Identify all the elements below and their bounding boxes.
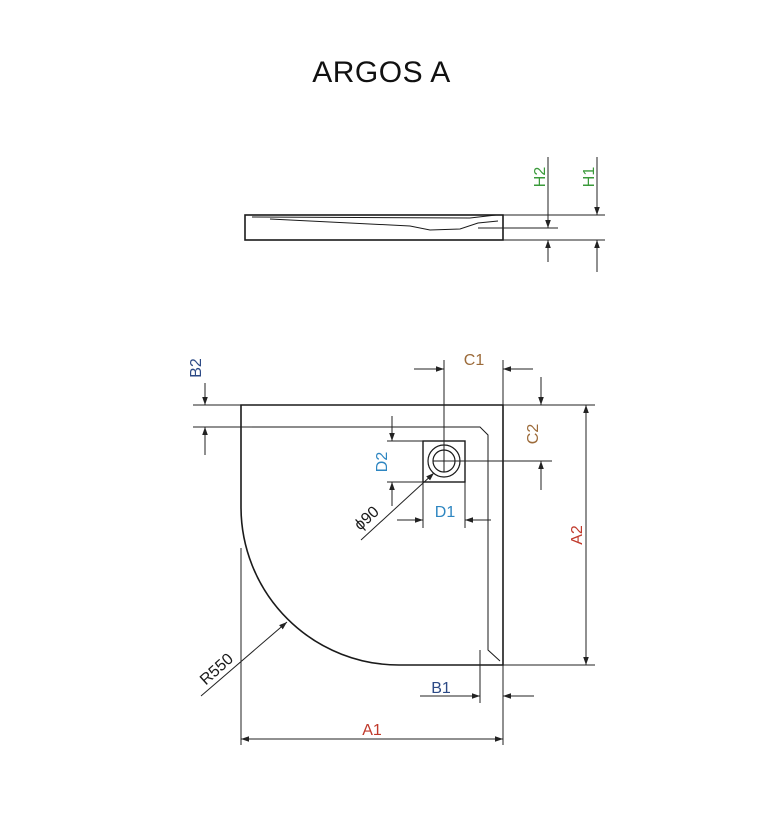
side-view [244,214,504,241]
diagram-title: ARGOS A [312,56,451,89]
diameter-label: ϕ90 [351,503,382,534]
a2-label: A2 [569,525,586,545]
b1-label: B1 [431,680,451,697]
c2-label: C2 [525,424,542,445]
a1-label: A1 [362,722,382,739]
tray-drain-dip [269,218,499,231]
r550-leader [200,621,288,697]
h1-label: H1 [581,167,598,188]
d2-label: D2 [374,452,391,473]
b2-label: B2 [188,358,205,378]
c1-label: C1 [464,352,485,369]
tray-slope-line [251,214,497,219]
d1-label: D1 [435,504,456,521]
top-view-dimensions [193,360,595,745]
diameter-leader [360,472,435,541]
tray-inner-rim [252,426,501,662]
h2-label: H2 [532,167,549,188]
top-view [240,404,504,666]
side-view-dimensions [478,157,605,272]
tray-outline [240,404,504,666]
